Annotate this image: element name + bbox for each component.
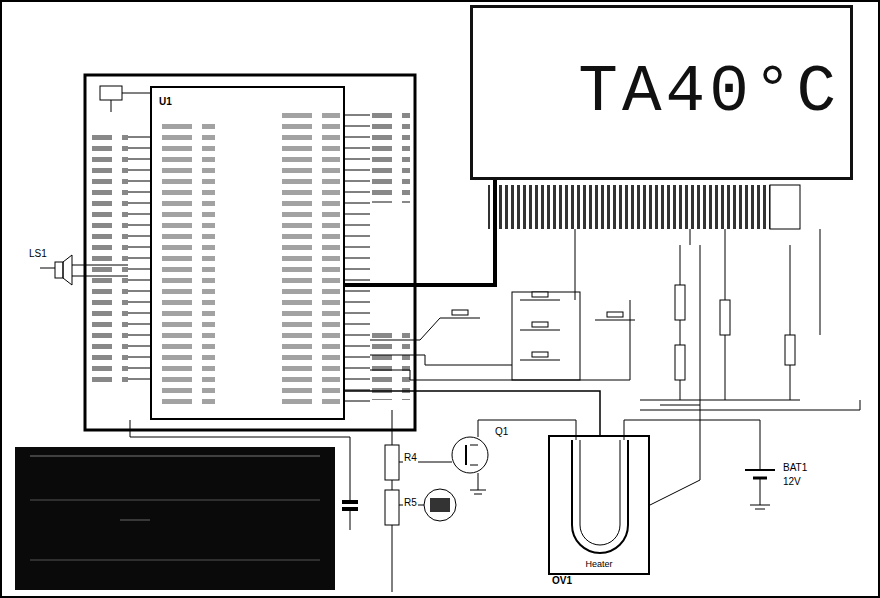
wire <box>650 245 700 505</box>
wire <box>370 300 630 380</box>
wire <box>392 525 393 592</box>
part-name: Q1 <box>494 426 509 438</box>
part-name: R5 <box>403 497 418 509</box>
wire <box>478 420 576 440</box>
heater-element <box>580 440 620 545</box>
wire <box>575 229 576 300</box>
wire <box>624 420 760 470</box>
resistor-symbol <box>385 490 399 525</box>
mosfet-symbol <box>470 465 478 466</box>
pin-names <box>372 108 410 203</box>
part-name: U1 <box>158 96 173 107</box>
part-name: OV1 <box>552 575 572 587</box>
capacitor-symbol <box>342 500 358 504</box>
part-name: LS1 <box>28 248 48 260</box>
pin-names <box>92 132 128 382</box>
mcu-housing <box>85 75 415 430</box>
mosfet-symbol <box>465 445 467 465</box>
meter-symbol <box>424 489 456 521</box>
wire <box>820 229 821 335</box>
ground-symbol <box>750 505 770 506</box>
wire <box>392 480 393 490</box>
wire <box>72 265 128 266</box>
wire <box>72 276 128 277</box>
wire <box>392 410 393 445</box>
wire <box>760 478 761 505</box>
lcd-display: TA40°C <box>470 5 853 180</box>
part-name: R4 <box>403 452 418 464</box>
potentiometer-symbol <box>640 245 800 405</box>
pin-lines <box>128 130 150 385</box>
wire <box>512 292 580 380</box>
push-button <box>440 292 635 360</box>
mosfet-symbol <box>470 445 478 446</box>
lcd-pin-header <box>770 185 800 229</box>
wire <box>122 93 150 94</box>
pin-lines <box>345 108 370 408</box>
mosfet-symbol <box>452 437 488 473</box>
part-name: BAT1 <box>782 462 808 474</box>
lcd-pin-header <box>488 185 800 229</box>
voltage-value: 12V <box>782 476 802 488</box>
wire <box>690 229 691 245</box>
oven-box: HeaterOV1 <box>548 435 650 575</box>
pin-names <box>155 118 215 408</box>
crystal-symbol <box>100 86 122 100</box>
capacitor-symbol <box>342 507 358 511</box>
ground-symbol <box>474 494 482 495</box>
heater-element <box>572 440 628 553</box>
wire-connector <box>345 180 495 285</box>
pin-names <box>272 108 340 408</box>
resistor-symbol <box>385 445 399 480</box>
battery-symbol <box>745 469 775 471</box>
wire <box>40 268 55 269</box>
wire-connector <box>345 391 600 435</box>
speaker-symbol <box>63 255 72 285</box>
terminal-line <box>120 520 150 521</box>
terminal-line <box>30 456 320 457</box>
wire <box>478 473 479 490</box>
lcd-readout: TA40°C <box>578 60 840 126</box>
wire <box>370 355 512 365</box>
microcontroller-chip: U1 <box>150 86 345 420</box>
terminal-screen <box>15 447 335 590</box>
ground-symbol <box>755 509 765 510</box>
wire <box>370 318 440 340</box>
terminal-line <box>30 500 320 501</box>
heater-label: Heater <box>584 559 613 570</box>
speaker-symbol <box>55 262 63 278</box>
ground-symbol <box>470 490 486 491</box>
wire <box>350 511 351 530</box>
meter-symbol <box>430 498 450 512</box>
wire <box>640 400 860 410</box>
wire <box>111 100 112 112</box>
terminal-line <box>30 560 320 561</box>
